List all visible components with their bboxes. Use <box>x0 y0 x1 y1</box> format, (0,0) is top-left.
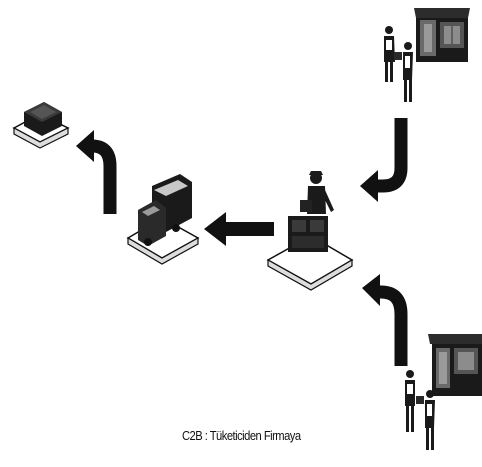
worker-with-package-icon <box>288 171 334 252</box>
shop-bottom-icon <box>428 334 482 396</box>
curved-arrow-left-icon <box>76 130 110 214</box>
curved-arrow-top-icon <box>360 118 401 202</box>
shop-top-icon <box>414 8 470 62</box>
consumer-pair-top-icon <box>384 26 413 102</box>
diagram-caption: C2B : Tüketiciden Firmaya <box>34 428 449 443</box>
straight-arrow-icon <box>204 212 274 246</box>
curved-arrow-bottom-icon <box>362 274 401 366</box>
